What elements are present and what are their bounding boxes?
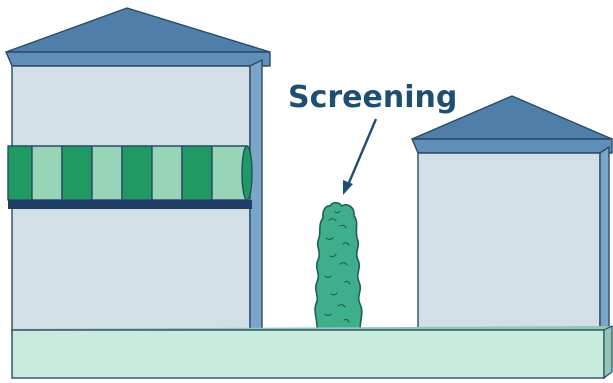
awning-stripe (7, 145, 33, 201)
building-right (411, 95, 613, 334)
hedge-shrub (314, 201, 363, 331)
awning-stripe (151, 145, 183, 201)
building-left-wall-side (249, 59, 263, 333)
awning-stripe (91, 145, 123, 201)
awning-stripe (181, 145, 213, 201)
awning-stripe (121, 145, 153, 201)
ground-base (11, 325, 613, 380)
building-right-wall (417, 152, 601, 334)
building-left-roof (5, 7, 271, 53)
ground-side (603, 325, 613, 380)
screening-label: Screening (288, 80, 457, 115)
shrub-body (314, 201, 363, 331)
pointer-arrow (343, 118, 378, 195)
awning-stripe (31, 145, 63, 201)
awning-stripe (211, 145, 247, 201)
awning-bar (8, 200, 252, 209)
shrub-texture (324, 210, 351, 323)
arrow-head (343, 180, 353, 195)
awning-stripe (61, 145, 93, 201)
building-left-eave (5, 51, 271, 67)
ground-front (11, 329, 605, 379)
awning (7, 145, 253, 209)
building-right-eave (411, 138, 613, 154)
building-right-wall-side (599, 146, 610, 334)
awning-end-cap (241, 145, 253, 201)
